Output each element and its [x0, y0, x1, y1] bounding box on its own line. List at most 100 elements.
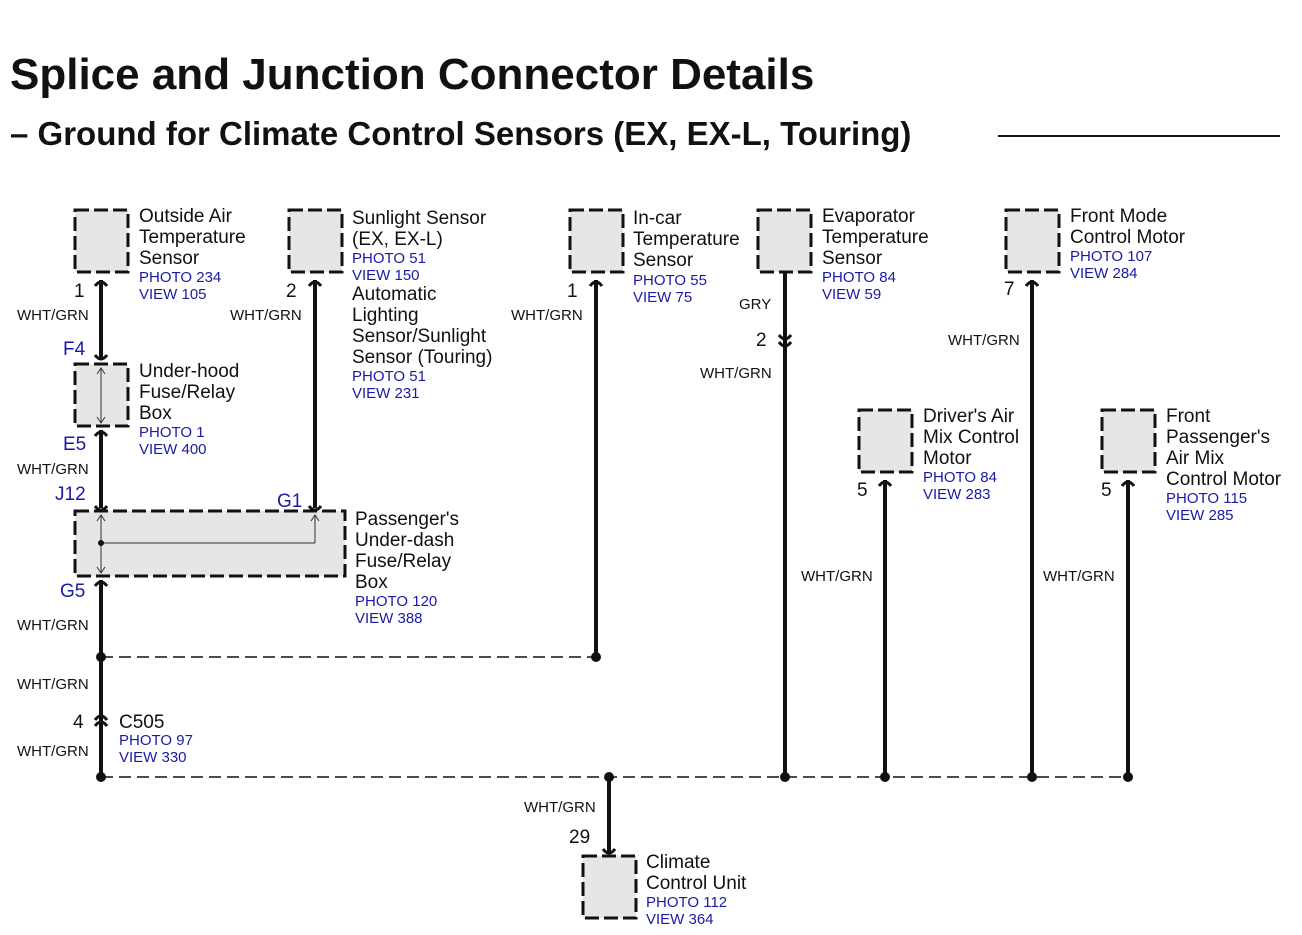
auto-lighting-photo-ref: PHOTO 51 [352, 368, 426, 385]
front-passenger-air-mix-box [1100, 408, 1157, 474]
front-passenger-air-mix-label: Front [1166, 406, 1211, 427]
outside-air-label: Outside Air [139, 206, 233, 227]
sunlight-label: Sunlight Sensor [352, 208, 487, 229]
front-mode-view-ref: VIEW 284 [1070, 265, 1138, 282]
front-mode-photo-ref: PHOTO 107 [1070, 248, 1152, 265]
evaporator-view-ref: VIEW 59 [822, 286, 881, 303]
underhood-label: Under-hood [139, 361, 239, 382]
drivers-air-mix-pin: 5 [857, 480, 868, 501]
front-passenger-air-mix-photo-ref: PHOTO 115 [1166, 490, 1247, 507]
subtitle-rule [998, 135, 1280, 137]
wire-evaporator [777, 272, 793, 777]
wire-color-label: WHT/GRN [17, 617, 89, 634]
evaporator-label: Sensor [822, 248, 883, 269]
auto-lighting-label: Automatic [352, 284, 436, 305]
underhood-pin-e5: E5 [63, 434, 86, 455]
incar-sensor-box [568, 208, 625, 274]
wire-front-mode [1024, 280, 1040, 777]
incar-photo-ref: PHOTO 55 [633, 272, 707, 289]
front-passenger-air-mix-pin: 5 [1101, 480, 1112, 501]
sunlight-label: (EX, EX-L) [352, 229, 443, 250]
wire-outside-air-to-f4 [93, 280, 109, 361]
drivers-air-mix-label: Driver's Air [923, 406, 1015, 427]
underdash-pin-g1: G1 [277, 491, 302, 512]
wire-sunlight-to-g1 [307, 280, 323, 512]
underhood-photo-ref: PHOTO 1 [139, 424, 205, 441]
underhood-pin-f4: F4 [63, 339, 86, 360]
wire-color-label: WHT/GRN [17, 307, 89, 324]
sunlight-photo-ref: PHOTO 51 [352, 250, 426, 267]
underhood-label: Box [139, 403, 172, 424]
sunlight-view-ref: VIEW 150 [352, 267, 420, 284]
incar-pin: 1 [567, 281, 578, 302]
climate-control-unit-box [581, 854, 638, 920]
drivers-air-mix-box [857, 408, 914, 474]
wire-color-label: WHT/GRN [17, 461, 89, 478]
wire-color-label: WHT/GRN [17, 743, 89, 760]
incar-label: Sensor [633, 250, 694, 271]
underdash-label: Under-dash [355, 530, 454, 551]
drivers-air-mix-label: Motor [923, 448, 972, 469]
underdash-internal-link [96, 514, 320, 574]
front-mode-pin: 7 [1004, 279, 1015, 300]
outside-air-photo-ref: PHOTO 234 [139, 269, 221, 286]
front-mode-motor-box [1004, 208, 1061, 274]
outside-air-sensor-box [73, 208, 130, 274]
wire-e5-to-j12 [93, 430, 109, 512]
outside-air-view-ref: VIEW 105 [139, 286, 207, 303]
wire-g5-to-splice-1 [93, 580, 109, 657]
wire-color-label: WHT/GRN [511, 307, 583, 324]
incar-label: Temperature [633, 229, 740, 250]
splice-dot [1027, 772, 1037, 782]
climate-control-unit-pin: 29 [569, 827, 590, 848]
underhood-internal-link [96, 367, 106, 424]
wire-drivers-air-mix [877, 480, 893, 777]
climate-control-unit-photo-ref: PHOTO 112 [646, 894, 727, 911]
climate-control-unit-label: Control Unit [646, 873, 747, 894]
wire-color-label: WHT/GRN [17, 676, 89, 693]
drivers-air-mix-view-ref: VIEW 283 [923, 486, 991, 503]
wire-color-label: WHT/GRN [230, 307, 302, 324]
splice-dot [780, 772, 790, 782]
splice-dot [604, 772, 614, 782]
evaporator-sensor-box [756, 208, 813, 274]
wire-front-passenger-air-mix [1120, 480, 1136, 777]
wire-color-label: WHT/GRN [700, 365, 772, 382]
wire-to-climate-control-unit [601, 777, 617, 855]
drivers-air-mix-photo-ref: PHOTO 84 [923, 469, 997, 486]
c505-view-ref: VIEW 330 [119, 749, 187, 766]
splice-dot [591, 652, 601, 662]
underdash-view-ref: VIEW 388 [355, 610, 423, 627]
splice-dot [1123, 772, 1133, 782]
front-mode-label: Front Mode [1070, 206, 1167, 227]
sunlight-pin: 2 [286, 281, 297, 302]
c505-photo-ref: PHOTO 97 [119, 732, 193, 749]
splice-dot [880, 772, 890, 782]
wire-color-label: WHT/GRN [948, 332, 1020, 349]
page-title: Splice and Junction Connector Details [10, 50, 815, 99]
wire-color-label: WHT/GRN [801, 568, 873, 585]
wire-color-label: WHT/GRN [1043, 568, 1115, 585]
drivers-air-mix-label: Mix Control [923, 427, 1019, 448]
auto-lighting-label: Lighting [352, 305, 419, 326]
climate-control-unit-view-ref: VIEW 364 [646, 911, 714, 928]
evaporator-inline-pin: 2 [756, 330, 767, 351]
wire-splice-1-to-c505 [93, 657, 109, 777]
outside-air-label: Sensor [139, 248, 200, 269]
wire-color-label: WHT/GRN [524, 799, 596, 816]
splice-dot [96, 772, 106, 782]
sunlight-sensor-box [287, 208, 344, 274]
incar-view-ref: VIEW 75 [633, 289, 692, 306]
underdash-pin-j12: J12 [55, 484, 86, 505]
wire-color-label: GRY [739, 296, 771, 313]
auto-lighting-view-ref: VIEW 231 [352, 385, 420, 402]
underdash-label: Box [355, 572, 388, 593]
underdash-photo-ref: PHOTO 120 [355, 593, 437, 610]
front-passenger-air-mix-label: Passenger's [1166, 427, 1270, 448]
auto-lighting-label: Sensor/Sunlight [352, 326, 487, 347]
evaporator-label: Temperature [822, 227, 929, 248]
page-subtitle: – Ground for Climate Control Sensors (EX… [10, 115, 912, 152]
evaporator-photo-ref: PHOTO 84 [822, 269, 896, 286]
c505-label: C505 [119, 712, 164, 733]
